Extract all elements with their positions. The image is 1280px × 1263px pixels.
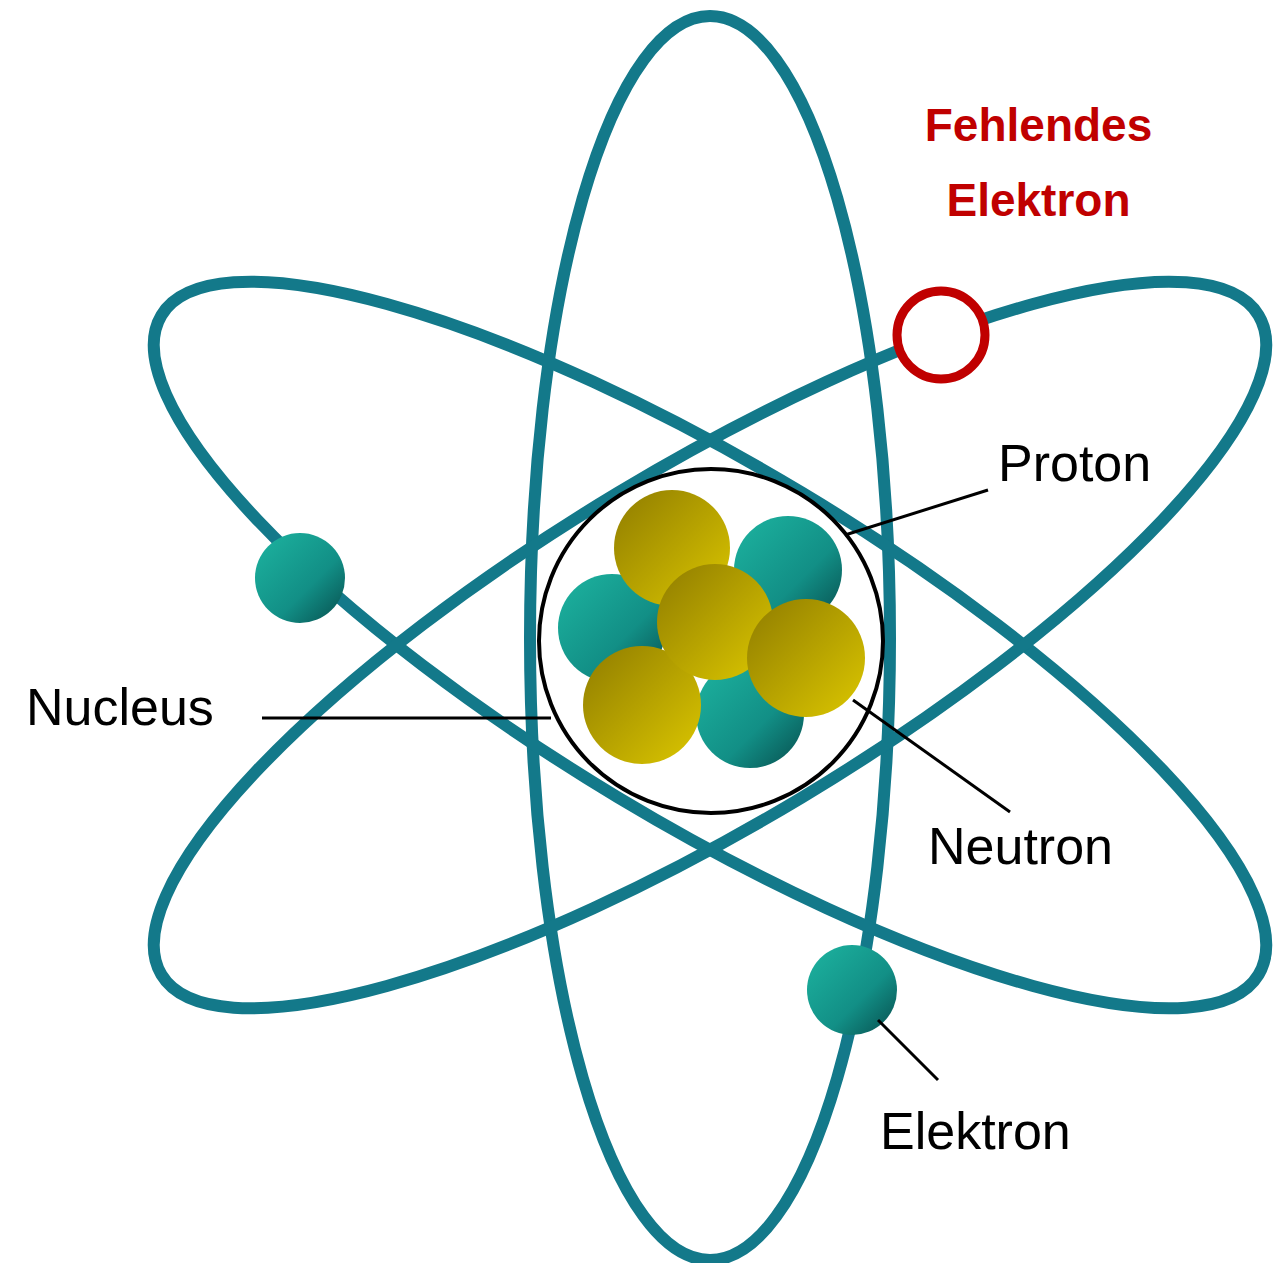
- leader-line: [845, 490, 988, 535]
- leader-line: [262, 717, 551, 720]
- orbit: [530, 16, 890, 1260]
- leader-line: [853, 700, 1010, 812]
- missing-electron: [897, 291, 985, 379]
- leader-line: [878, 1020, 938, 1080]
- part-label: Proton: [994, 432, 1155, 494]
- orbit: [70, 163, 1280, 1127]
- proton-ball: [747, 599, 865, 717]
- part-label: Neutron: [924, 815, 1117, 877]
- electron-orbits: [70, 16, 1280, 1260]
- nucleons: [558, 490, 865, 768]
- electron-ball: [807, 945, 897, 1035]
- electron-ball: [255, 533, 345, 623]
- nucleus-outline: [539, 469, 883, 813]
- part-label: Elektron: [876, 1100, 1075, 1162]
- missing-electron-label: Fehlendes Elektron: [862, 88, 1215, 238]
- leader-lines: [262, 490, 1010, 1080]
- part-label: Nucleus: [22, 676, 218, 738]
- orbit: [70, 163, 1280, 1127]
